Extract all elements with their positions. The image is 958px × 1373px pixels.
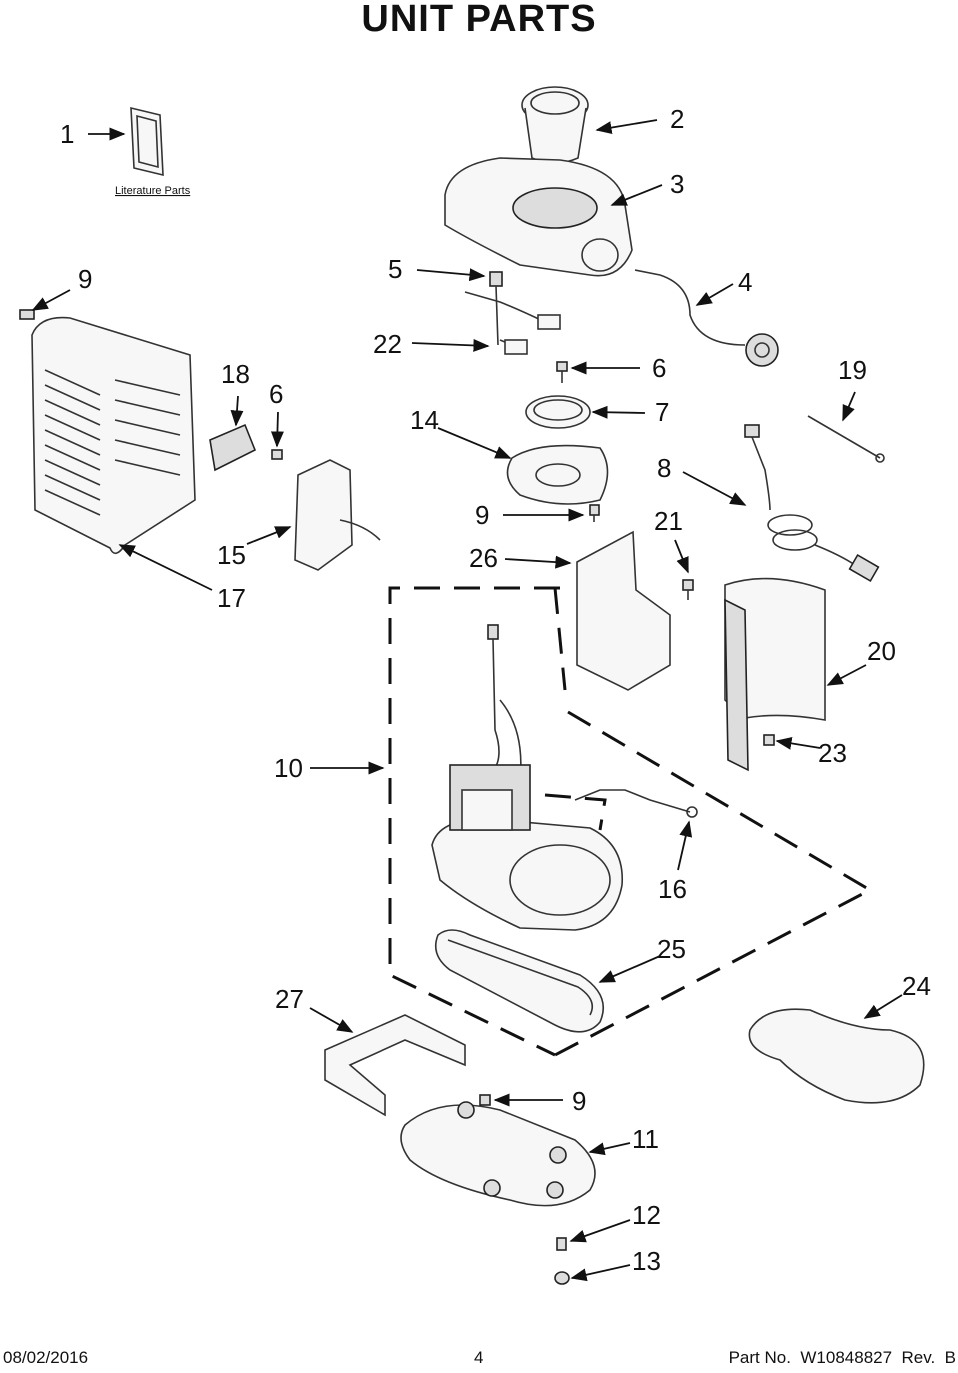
callout-13: 13	[632, 1246, 661, 1276]
footer-date: 08/02/2016	[3, 1348, 89, 1367]
part-18-capacitor	[209, 423, 257, 472]
assembly-dashed-outline	[388, 586, 874, 1057]
callout-7: 7	[655, 397, 669, 427]
callout-15: 15	[217, 540, 246, 570]
callout-18: 18	[221, 359, 250, 389]
callout-14: 14	[410, 405, 439, 435]
callout-4: 4	[738, 267, 752, 297]
callout-8: 8	[657, 453, 671, 483]
callout-9-lower: 9	[572, 1086, 586, 1116]
literature-parts-icon	[130, 106, 164, 177]
part-6-screw-left	[271, 449, 283, 460]
callout-26: 26	[469, 543, 498, 573]
part-3-top-housing	[444, 157, 633, 277]
callout-21: 21	[654, 506, 683, 536]
literature-label: Literature Parts	[115, 185, 191, 197]
part-24-band	[748, 1008, 925, 1104]
part-26-insulation-panel	[576, 530, 671, 691]
part-15-control-board	[294, 459, 381, 571]
part-14-mounting-plate	[506, 444, 609, 505]
part-9-screw-left	[19, 309, 35, 320]
callout-2: 2	[670, 104, 684, 134]
callout-6-left: 6	[269, 379, 283, 409]
callout-9-left: 9	[78, 264, 92, 294]
part-7-seal-ring	[525, 395, 591, 429]
part-4-switch-harness	[634, 269, 779, 367]
callout-20: 20	[867, 636, 896, 666]
callout-10: 10	[274, 753, 303, 783]
callout-25: 25	[657, 934, 686, 964]
part-9-screw-mid	[589, 504, 600, 522]
part-16-wire-clip	[574, 789, 698, 818]
part-23-screw	[763, 734, 775, 746]
part-5-22-harness	[464, 271, 561, 355]
callout-22: 22	[373, 329, 402, 359]
footer-page-number: 4	[474, 1348, 484, 1367]
leader-arrows	[31, 119, 903, 1282]
callout-9-mid: 9	[475, 500, 489, 530]
callout-12: 12	[632, 1200, 661, 1230]
callout-19: 19	[838, 355, 867, 385]
part-12-screw	[556, 1237, 567, 1251]
callout-11: 11	[632, 1124, 659, 1154]
footer-part-number: Part No. W10848827 Rev. B	[728, 1348, 956, 1367]
callout-6-center: 6	[652, 353, 666, 383]
part-21-screw	[682, 579, 694, 600]
part-11-base-plate	[400, 1101, 596, 1207]
part-10-motor-assembly	[431, 624, 623, 931]
callout-17: 17	[217, 583, 246, 613]
callout-3: 3	[670, 169, 684, 199]
callout-23: 23	[818, 738, 847, 768]
page-title: UNIT PARTS	[361, 0, 597, 40]
callout-16: 16	[658, 874, 687, 904]
callout-5: 5	[388, 254, 402, 284]
part-27-bracket	[324, 1014, 466, 1117]
part-25-belt	[434, 929, 605, 1033]
callout-1: 1	[60, 119, 74, 149]
part-19-ground-wire	[807, 415, 885, 463]
part-13-foot	[554, 1271, 570, 1285]
callout-24: 24	[902, 971, 931, 1001]
callout-labels: 1 2 3 4 5 6 6 7 8 9 9 9 9 10 11 12 13 14…	[60, 104, 931, 1276]
part-6-screw-center	[556, 361, 568, 383]
part-17-side-cover	[31, 316, 196, 555]
part-9-screw-lower	[479, 1094, 491, 1106]
callout-27: 27	[275, 984, 304, 1014]
part-8-power-cord	[744, 424, 880, 583]
part-20-rear-shield	[724, 577, 826, 772]
part-2-cup	[521, 86, 589, 164]
